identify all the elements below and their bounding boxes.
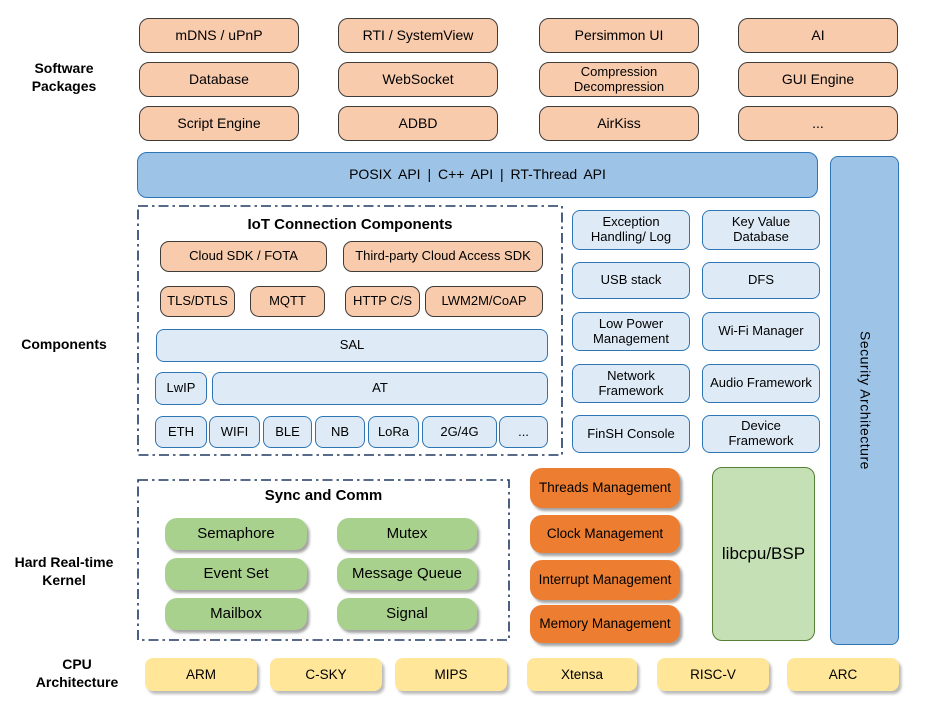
service-network-framework: Network Framework bbox=[572, 364, 690, 403]
service-low-power-management: Low Power Management bbox=[572, 312, 690, 351]
package-adbd: ADBD bbox=[338, 106, 498, 141]
package-database: Database bbox=[139, 62, 299, 97]
iot-lora: LoRa bbox=[368, 416, 419, 448]
sync-and-comm-group: Sync and Comm Semaphore Mutex Event Set … bbox=[137, 479, 510, 641]
package-websocket: WebSocket bbox=[338, 62, 498, 97]
kernel-libcpu-bsp: libcpu/BSP bbox=[712, 467, 815, 641]
kernel-signal: Signal bbox=[337, 598, 477, 630]
iot-http-cs: HTTP C/S bbox=[345, 286, 420, 317]
iot-at: AT bbox=[212, 372, 548, 405]
iot-mqtt: MQTT bbox=[250, 286, 325, 317]
iot-nb: NB bbox=[315, 416, 365, 448]
iot-third-party-cloud-access-sdk: Third-party Cloud Access SDK bbox=[343, 241, 543, 272]
kernel-mutex: Mutex bbox=[337, 518, 477, 550]
iot-wifi: WIFI bbox=[209, 416, 260, 448]
cpu-c-sky: C-SKY bbox=[270, 658, 382, 691]
service-finsh-console: FinSH Console bbox=[572, 415, 690, 453]
iot-connection-components-group: IoT Connection Components Cloud SDK / FO… bbox=[137, 205, 563, 456]
package-rti-systemview: RTI / SystemView bbox=[338, 18, 498, 53]
service-audio-framework: Audio Framework bbox=[702, 364, 820, 403]
cpu-arc: ARC bbox=[787, 658, 899, 691]
package-gui-engine: GUI Engine bbox=[738, 62, 898, 97]
label-software-packages: Software Packages bbox=[31, 60, 97, 94]
iot-group-title: IoT Connection Components bbox=[247, 216, 453, 233]
package-ai: AI bbox=[738, 18, 898, 53]
kernel-semaphore: Semaphore bbox=[165, 518, 307, 550]
package-persimmon-ui: Persimmon UI bbox=[539, 18, 699, 53]
cpu-risc-v: RISC-V bbox=[657, 658, 769, 691]
service-usb-stack: USB stack bbox=[572, 262, 690, 299]
package-airkiss: AirKiss bbox=[539, 106, 699, 141]
package-script-engine: Script Engine bbox=[139, 106, 299, 141]
kernel-memory-management: Memory Management bbox=[530, 605, 680, 643]
service-exception-handling-log: Exception Handling/ Log bbox=[572, 210, 690, 250]
kernel-mailbox: Mailbox bbox=[165, 598, 307, 630]
security-architecture-bar: Security Architecture bbox=[830, 156, 899, 645]
iot-dashed-border bbox=[137, 205, 563, 456]
kernel-interrupt-management: Interrupt Management bbox=[530, 560, 680, 600]
service-wifi-manager: Wi-Fi Manager bbox=[702, 312, 820, 351]
iot-lwm2m-coap: LWM2M/CoAP bbox=[425, 286, 543, 317]
iot-2g-4g: 2G/4G bbox=[422, 416, 497, 448]
service-key-value-database: Key Value Database bbox=[702, 210, 820, 250]
kernel-threads-management: Threads Management bbox=[530, 468, 680, 508]
service-dfs: DFS bbox=[702, 262, 820, 299]
package-mdns-upnp: mDNS / uPnP bbox=[139, 18, 299, 53]
label-components: Components bbox=[21, 336, 107, 352]
cpu-mips: MIPS bbox=[395, 658, 507, 691]
label-hard-real-time-kernel: Hard Real-time Kernel bbox=[14, 554, 114, 588]
iot-more: ... bbox=[499, 416, 548, 448]
api-bar: POSIX API | C++ API | RT-Thread API bbox=[137, 152, 818, 198]
iot-ble: BLE bbox=[263, 416, 312, 448]
iot-eth: ETH bbox=[155, 416, 207, 448]
service-device-framework: Device Framework bbox=[702, 415, 820, 453]
iot-cloud-sdk-fota: Cloud SDK / FOTA bbox=[160, 241, 327, 272]
iot-lwip: LwIP bbox=[155, 372, 207, 405]
label-cpu-architecture: CPU Architecture bbox=[35, 656, 119, 690]
cpu-xtensa: Xtensa bbox=[527, 658, 637, 691]
kernel-event-set: Event Set bbox=[165, 558, 307, 590]
kernel-clock-management: Clock Management bbox=[530, 515, 680, 553]
kernel-group-title: Sync and Comm bbox=[264, 487, 383, 504]
iot-tls-dtls: TLS/DTLS bbox=[160, 286, 235, 317]
cpu-arm: ARM bbox=[145, 658, 257, 691]
kernel-dashed-border bbox=[137, 479, 510, 641]
kernel-message-queue: Message Queue bbox=[337, 558, 477, 590]
iot-sal: SAL bbox=[156, 329, 548, 362]
package-more: ... bbox=[738, 106, 898, 141]
package-compression-decompression: Compression Decompression bbox=[539, 62, 699, 97]
